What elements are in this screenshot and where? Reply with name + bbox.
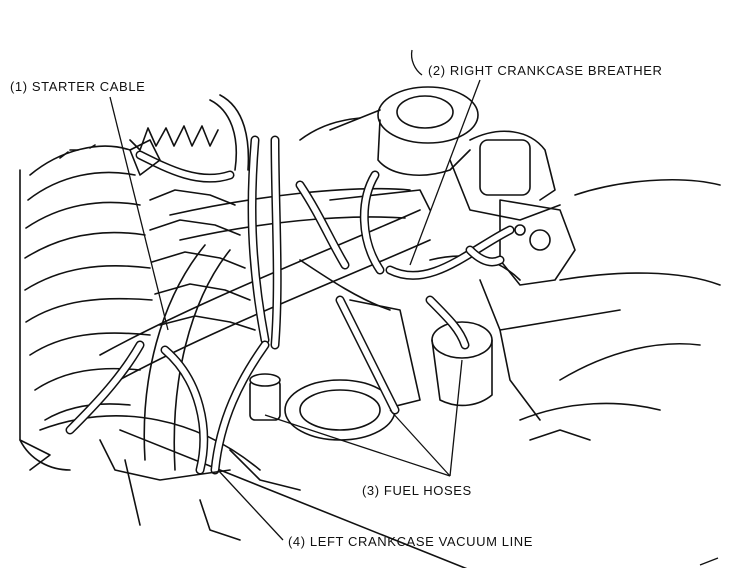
leader-starter-cable: [109, 96, 169, 331]
leader-fuel-hose-2: [389, 409, 451, 477]
leader-breather-squiggle: [410, 49, 423, 76]
leader-vacuum-line: [217, 469, 284, 541]
leader-right-breather: [409, 79, 481, 266]
callout-leaders: [109, 49, 719, 566]
label-starter-cable: (1) STARTER CABLE: [10, 79, 146, 94]
carburetor-body: [249, 255, 621, 441]
frame-tubes: [39, 187, 468, 568]
leader-fuel-hose-3: [449, 359, 463, 477]
leader-fuel-hose-1: [264, 414, 451, 477]
label-fuel-hoses: (3) FUEL HOSES: [362, 483, 472, 498]
hoses: [65, 135, 515, 475]
head-fins: [129, 125, 256, 331]
lower-frame-details: [19, 342, 701, 541]
spark-plug-cap: [129, 94, 250, 176]
corner-mark: [699, 557, 719, 566]
label-left-crankcase-vacuum-line: (4) LEFT CRANKCASE VACUUM LINE: [288, 534, 534, 549]
label-right-crankcase-breather: (2) RIGHT CRANKCASE BREATHER: [428, 63, 663, 78]
breather-housing: [299, 86, 721, 286]
cylinder-fins: [19, 144, 153, 471]
